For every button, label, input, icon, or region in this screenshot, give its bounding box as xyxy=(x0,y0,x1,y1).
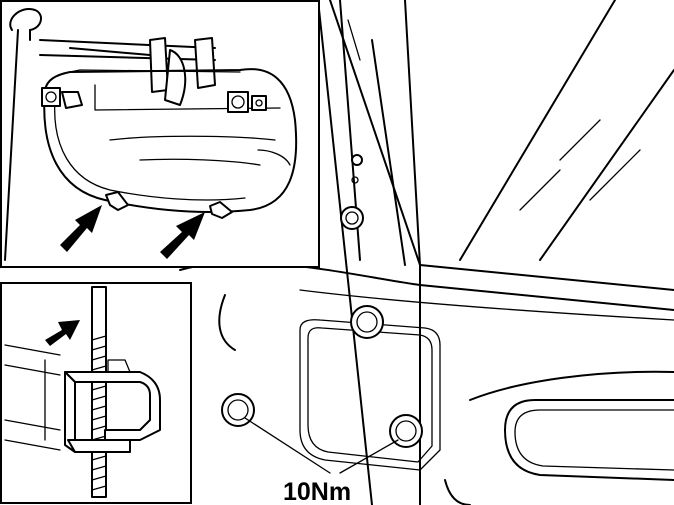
frame-bolt xyxy=(340,206,364,230)
lock-bolt-right xyxy=(389,414,423,448)
threaded-rod xyxy=(91,286,107,498)
inset-rod-clip xyxy=(0,282,192,504)
retaining-clip-right xyxy=(209,201,233,219)
retaining-clip-left xyxy=(105,191,129,211)
torque-leader-line xyxy=(339,439,399,474)
arrow-clip-right xyxy=(160,212,205,259)
arrow-clip-left xyxy=(60,205,102,252)
inset-lock-actuator xyxy=(0,0,320,268)
arrow-clip-direction xyxy=(45,320,80,346)
mount-square-left xyxy=(41,87,61,107)
rod-retaining-clip xyxy=(64,359,161,453)
lock-bolt-top xyxy=(350,305,384,339)
torque-label: 10Nm xyxy=(283,478,351,505)
lock-actuator-body xyxy=(43,68,298,213)
mount-square-right xyxy=(227,91,249,113)
torque-leader-line xyxy=(244,417,331,474)
frame-hole xyxy=(351,154,363,166)
